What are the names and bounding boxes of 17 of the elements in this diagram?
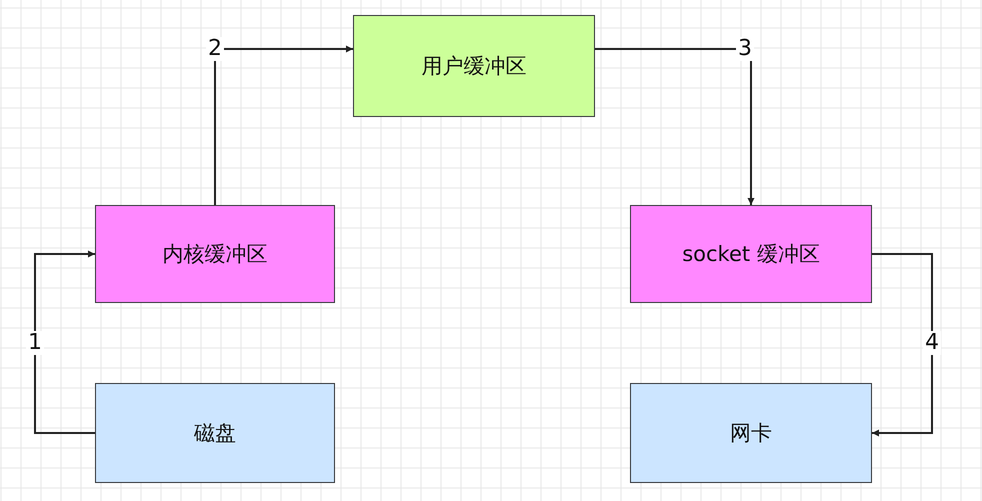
arrow xyxy=(34,250,95,434)
node-label: 用户缓冲区 xyxy=(422,53,526,80)
edge-label: 4 xyxy=(923,331,941,355)
buffer-box xyxy=(353,15,595,117)
edge-label: 3 xyxy=(736,37,754,61)
arrow xyxy=(214,46,353,205)
nic-box xyxy=(630,383,872,483)
edge-label: 1 xyxy=(26,331,44,355)
buffer-box xyxy=(630,205,872,303)
node-label: 磁盘 xyxy=(194,420,236,447)
node-label: socket 缓冲区 xyxy=(682,241,820,268)
node-label: 网卡 xyxy=(730,420,772,447)
node-label: 内核缓冲区 xyxy=(162,241,268,268)
arrow xyxy=(872,253,933,436)
arrow xyxy=(595,48,754,205)
edge-label: 2 xyxy=(206,37,224,61)
buffer-box xyxy=(95,205,335,303)
